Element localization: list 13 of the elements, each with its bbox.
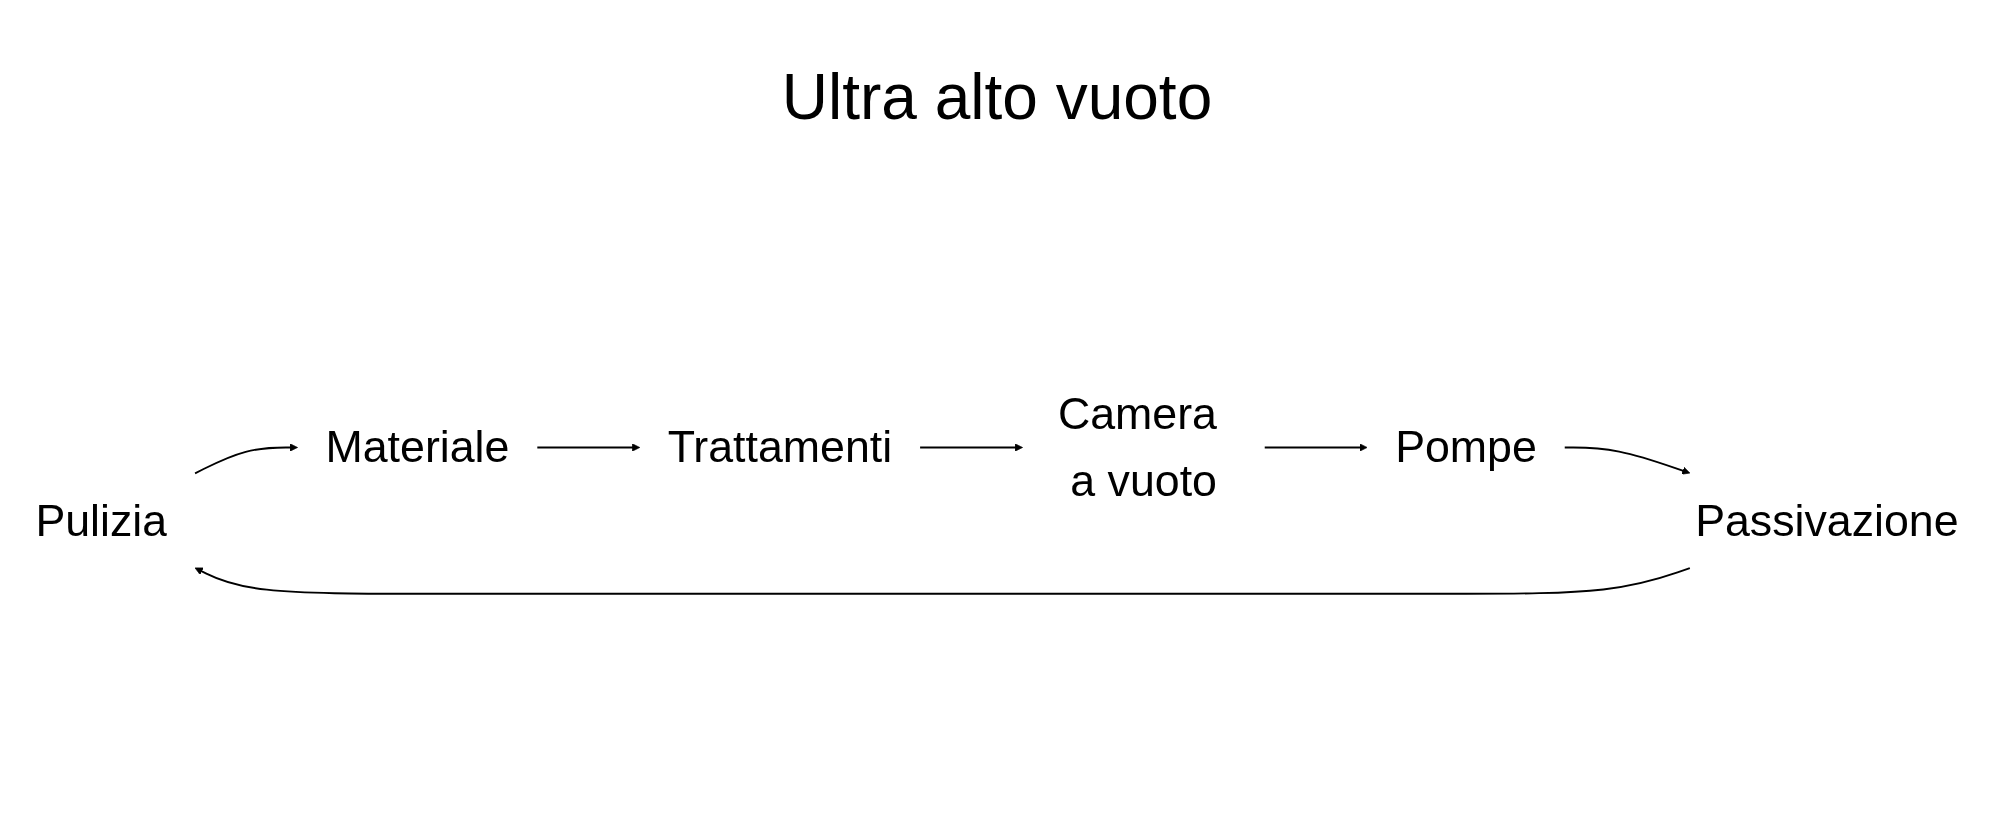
node-text: Passivazione (1695, 495, 1959, 545)
node-text: Materiale (325, 422, 510, 472)
arrow (1563, 446, 1691, 475)
node-text: Trattamenti (667, 422, 893, 472)
arrow (919, 443, 1023, 452)
diagram-title: Ultra alto vuoto (781, 61, 1213, 133)
node-text: Pulizia (35, 495, 168, 545)
arrow (536, 443, 641, 452)
node-text: Camera a vuoto (1057, 388, 1217, 506)
arrow (194, 443, 298, 475)
arrow (194, 567, 1691, 595)
node-text: Pompe (1395, 422, 1537, 472)
arrow (1263, 443, 1368, 452)
